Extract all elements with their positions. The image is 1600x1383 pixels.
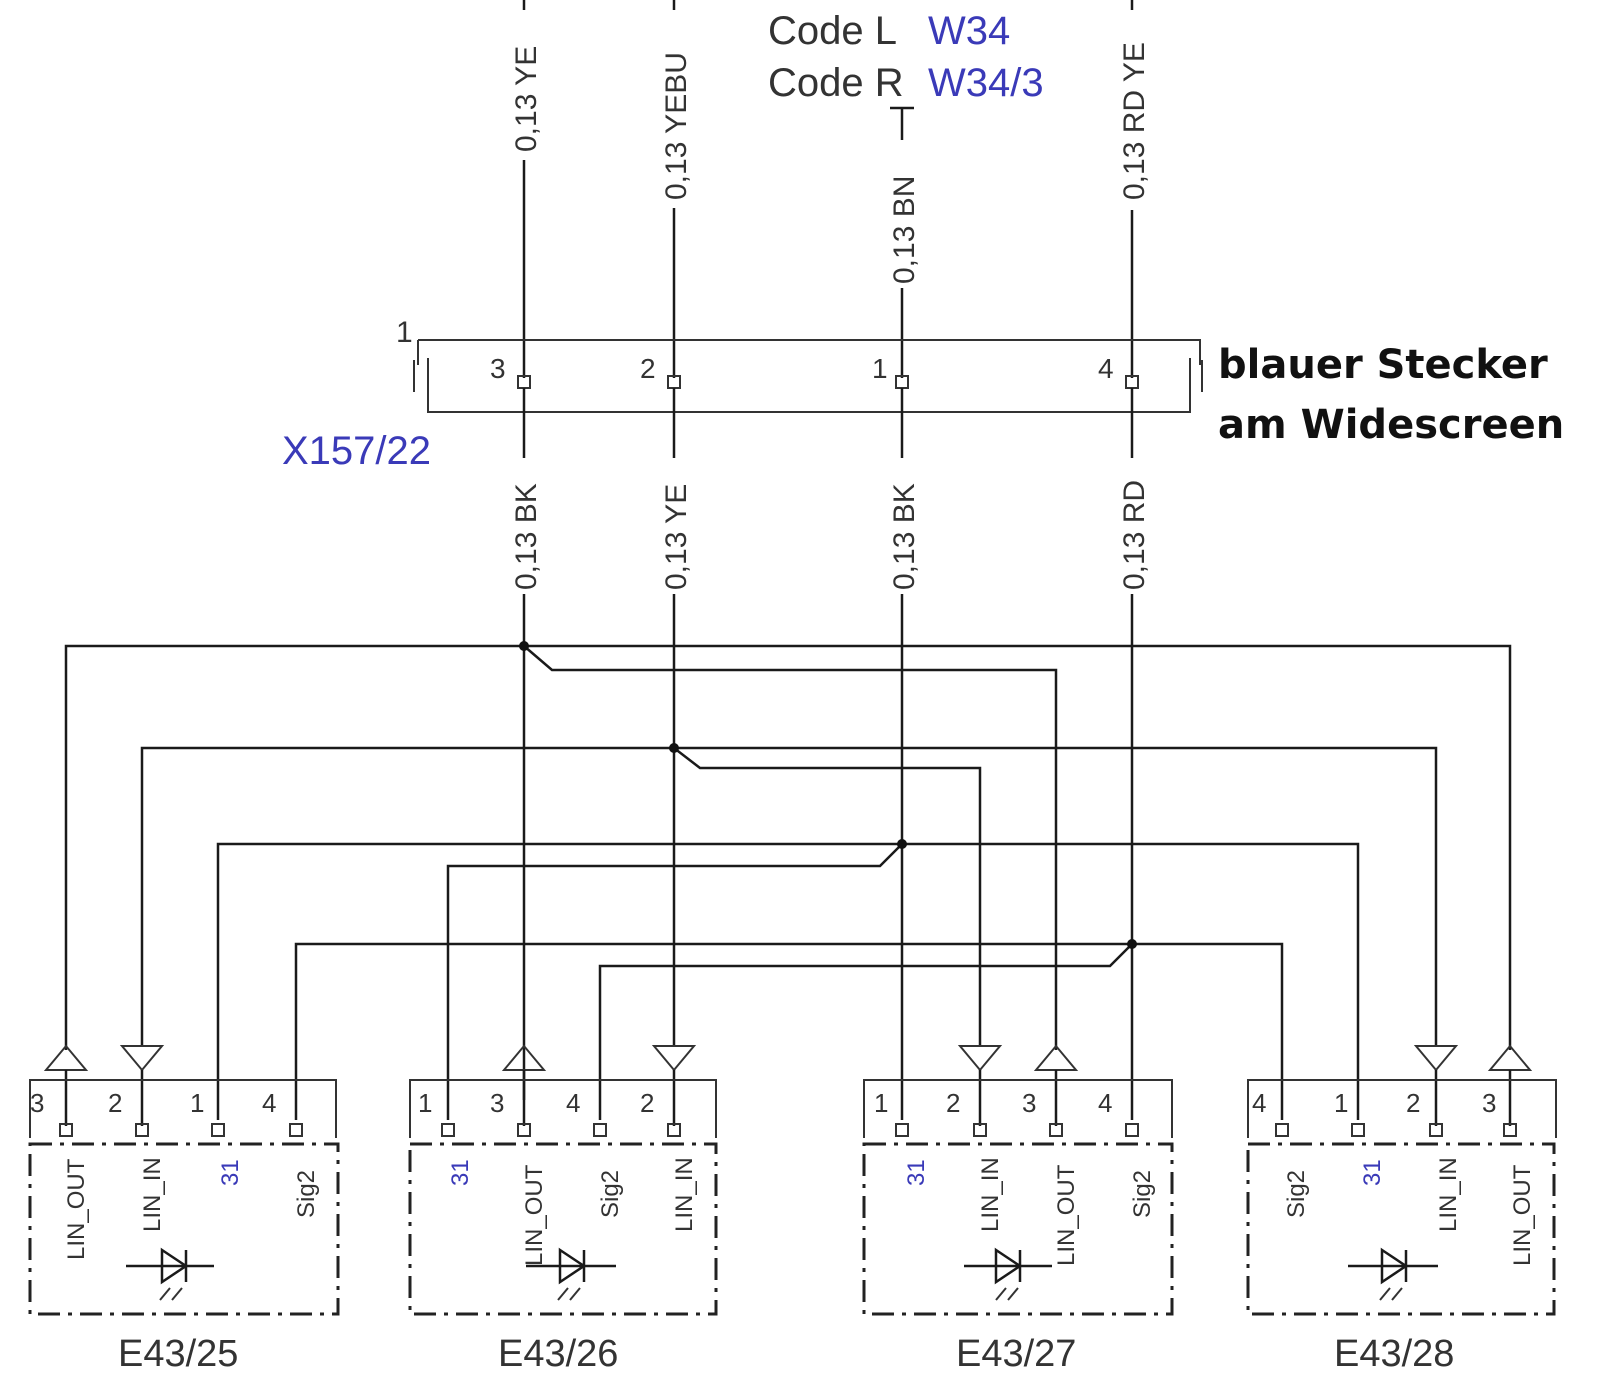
e43-28-pin-a: 4 [1252, 1088, 1266, 1118]
connector-note-line1: blauer Stecker [1218, 342, 1548, 388]
e43-27-sig-b: LIN_IN [977, 1157, 1004, 1232]
e43-25-pin-c: 1 [190, 1088, 204, 1118]
connector-note-line2: am Widescreen [1218, 402, 1564, 448]
e43-25-sig-a: LIN_OUT [63, 1158, 90, 1260]
e43-27-pin-d: 4 [1098, 1088, 1112, 1118]
e43-26-sig-b: LIN_OUT [521, 1164, 548, 1266]
lower-wire-label-1: 0,13 BK [510, 483, 543, 590]
e43-28-pin-c: 2 [1406, 1088, 1420, 1118]
lower-wire-label-3: 0,13 BK [888, 483, 921, 590]
e43-25-sig-d: Sig2 [293, 1170, 320, 1218]
module-e43-25 [28, 1079, 340, 1316]
e43-25-sig-b: LIN_IN [139, 1157, 166, 1232]
e43-25-pin-d: 4 [262, 1088, 276, 1118]
e43-28-sig-b: 31 [1359, 1159, 1386, 1186]
connector-x157-22 [413, 339, 1203, 413]
module-e43-28 [1246, 1079, 1557, 1316]
e43-27-pin-b: 2 [946, 1088, 960, 1118]
e43-26-pin-d: 2 [640, 1088, 654, 1118]
connector-pin-3: 3 [490, 353, 506, 384]
e43-25-sig-c: 31 [217, 1159, 244, 1186]
code-r-value: W34/3 [928, 61, 1044, 105]
upper-wire-label-3: 0,13 BN [888, 176, 921, 284]
e43-27-name: E43/27 [956, 1333, 1076, 1375]
upper-wire-label-4: 0,13 RD YE [1118, 42, 1151, 200]
connector-corner-label: 1 [396, 316, 413, 349]
upper-wire-label-1: 0,13 YE [510, 46, 543, 152]
code-l-label: Code L [768, 9, 897, 53]
module-e43-26 [408, 1079, 718, 1316]
e43-28-sig-a: Sig2 [1283, 1170, 1310, 1218]
e43-26-pin-b: 3 [490, 1088, 504, 1118]
code-l-value: W34 [928, 9, 1010, 53]
e43-27-pin-c: 3 [1022, 1088, 1036, 1118]
junction-dots [519, 641, 1137, 949]
upper-wires [522, 0, 1134, 378]
bus-lines [64, 644, 1512, 1120]
e43-27-sig-c: LIN_OUT [1053, 1164, 1080, 1266]
lower-wire-label-2: 0,13 YE [660, 484, 693, 590]
e43-26-pin-c: 4 [566, 1088, 580, 1118]
lower-wire-label-4: 0,13 RD [1118, 480, 1151, 590]
e43-28-sig-c: LIN_IN [1435, 1157, 1462, 1232]
e43-27-pin-a: 1 [874, 1088, 888, 1118]
e43-26-name: E43/26 [498, 1333, 618, 1375]
connector-pin-2: 2 [640, 353, 656, 384]
e43-26-sig-d: LIN_IN [671, 1157, 698, 1232]
connector-pin-1: 1 [872, 353, 888, 384]
e43-28-pin-d: 3 [1482, 1088, 1496, 1118]
e43-26-sig-c: Sig2 [597, 1170, 624, 1218]
e43-26-sig-a: 31 [447, 1159, 474, 1186]
e43-25-name: E43/25 [118, 1333, 238, 1375]
e43-27-sig-a: 31 [903, 1159, 930, 1186]
lower-wires [522, 388, 1134, 1120]
code-r-label: Code R [768, 61, 904, 105]
module-e43-27 [862, 1079, 1174, 1316]
e43-28-pin-b: 1 [1334, 1088, 1348, 1118]
e43-25-pin-b: 2 [108, 1088, 122, 1118]
upper-wire-label-2: 0,13 YEBU [660, 52, 693, 200]
e43-28-name: E43/28 [1334, 1333, 1454, 1375]
e43-25-pin-a: 3 [30, 1088, 44, 1118]
e43-27-sig-d: Sig2 [1129, 1170, 1156, 1218]
connector-pin-4: 4 [1098, 353, 1114, 384]
connector-id: X157/22 [282, 429, 431, 473]
e43-28-sig-d: LIN_OUT [1509, 1164, 1536, 1266]
e43-26-pin-a: 1 [418, 1088, 432, 1118]
